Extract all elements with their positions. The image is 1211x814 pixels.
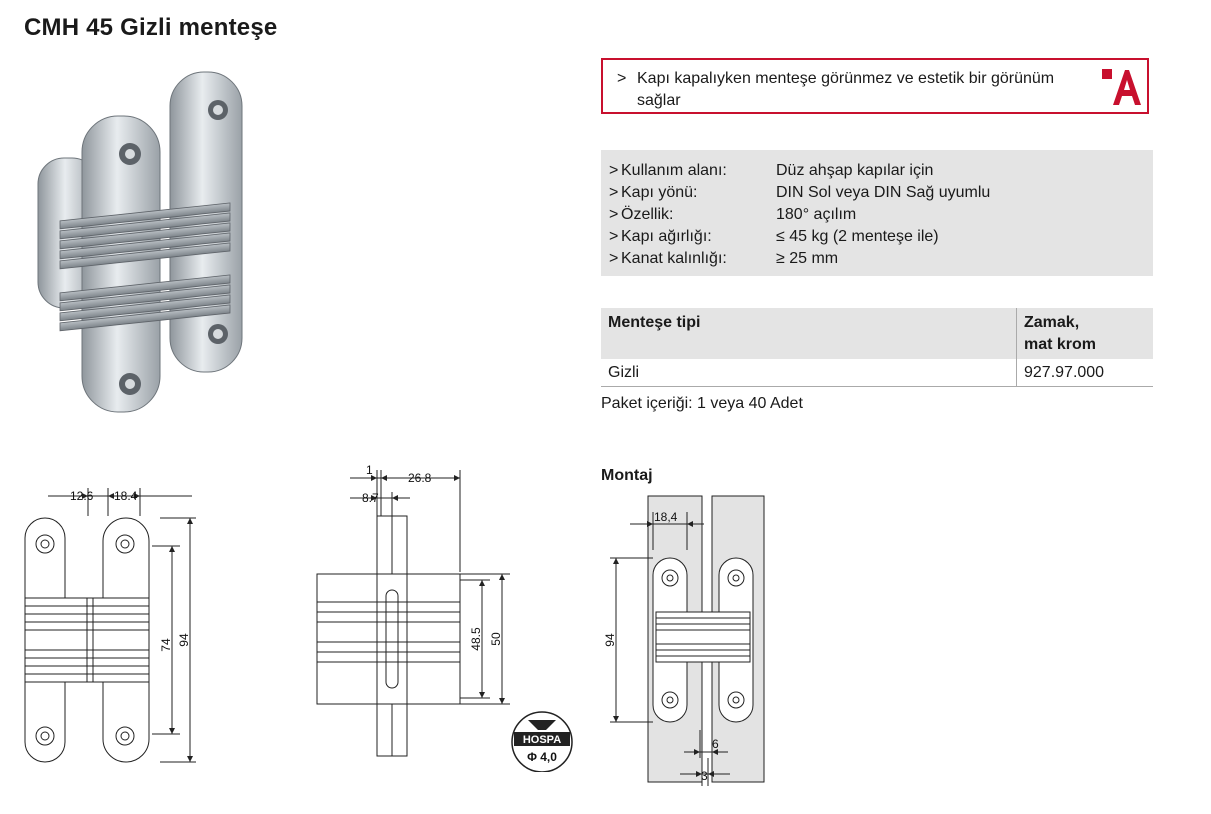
dim-total-height: 94 — [177, 633, 191, 647]
cell-type: Gizli — [601, 359, 1017, 387]
spec-label: Kapı yönü: — [621, 184, 698, 201]
spec-value: Düz ahşap kapılar için — [776, 162, 934, 179]
spec-label: Kullanım alanı: — [621, 162, 727, 179]
table-header-row: Menteşe tipi Zamak, mat krom — [601, 308, 1153, 359]
header-material: Zamak, mat krom — [1016, 308, 1153, 359]
highlight-text: Kapı kapalıyken menteşe görünmez ve este… — [637, 70, 1055, 109]
front-view-drawing: 12.6 18.4 74 94 — [24, 488, 196, 763]
spec-row: >Kullanım alanı: Düz ahşap kapılar için — [609, 160, 1153, 182]
spec-row: >Kanat kalınlığı: ≥ 25 mm — [609, 248, 1153, 270]
bullet-arrow: > — [617, 70, 627, 87]
page-title: CMH 45 Gizli menteşe — [24, 14, 278, 41]
dim-montaj-height: 94 — [603, 633, 617, 647]
dim-right-width: 18.4 — [114, 489, 138, 503]
spec-row: >Özellik: 180° açılım — [609, 204, 1153, 226]
screw-size: Φ 4,0 — [527, 750, 557, 764]
dim-side-width: 26.8 — [408, 471, 432, 485]
spec-label: Kapı ağırlığı: — [621, 228, 712, 245]
screw-brand: HOSPA — [523, 734, 561, 746]
dim-depth: 8.7 — [362, 491, 379, 505]
header-hinge-type: Menteşe tipi — [601, 308, 1017, 359]
package-contents: Paket içeriği: 1 veya 40 Adet — [601, 395, 803, 412]
cell-article-number: 927.97.000 — [1016, 359, 1153, 387]
spec-row: >Kapı ağırlığı: ≤ 45 kg (2 menteşe ile) — [609, 226, 1153, 248]
dim-gap: 1 — [366, 463, 373, 477]
dim-montaj-three: 3 — [701, 769, 708, 783]
dim-montaj-six: 6 — [712, 737, 719, 751]
product-table: Menteşe tipi Zamak, mat krom Gizli 927.9… — [601, 308, 1153, 387]
hafele-logo-icon — [1101, 66, 1141, 106]
dim-body-outer: 50 — [489, 632, 503, 646]
dim-left-width: 12.6 — [70, 489, 94, 503]
table-row: Gizli 927.97.000 — [601, 359, 1153, 387]
dim-body-inner: 48.5 — [469, 627, 483, 651]
spec-value: ≥ 25 mm — [776, 250, 839, 267]
feature-highlight-box: > Kapı kapalıyken menteşe görünmez ve es… — [601, 58, 1149, 114]
dim-montaj-top: 18,4 — [654, 510, 678, 524]
spec-value: DIN Sol veya DIN Sağ uyumlu — [776, 184, 991, 201]
spec-value: 180° açılım — [776, 206, 857, 223]
mounting-drawing: 18,4 94 6 3 — [603, 495, 765, 786]
hinge-product-photo — [37, 71, 243, 413]
spec-label: Kanat kalınlığı: — [621, 250, 727, 267]
side-view-drawing: 1 26.8 8.7 48.5 50 HOSPA Φ 4,0 — [316, 463, 573, 772]
spec-list: >Kullanım alanı: Düz ahşap kapılar için … — [601, 150, 1153, 276]
spec-row: >Kapı yönü: DIN Sol veya DIN Sağ uyumlu — [609, 182, 1153, 204]
spec-value: ≤ 45 kg (2 menteşe ile) — [776, 228, 939, 245]
dim-inner-height: 74 — [159, 638, 173, 652]
spec-label: Özellik: — [621, 206, 674, 223]
montaj-heading: Montaj — [601, 467, 653, 484]
